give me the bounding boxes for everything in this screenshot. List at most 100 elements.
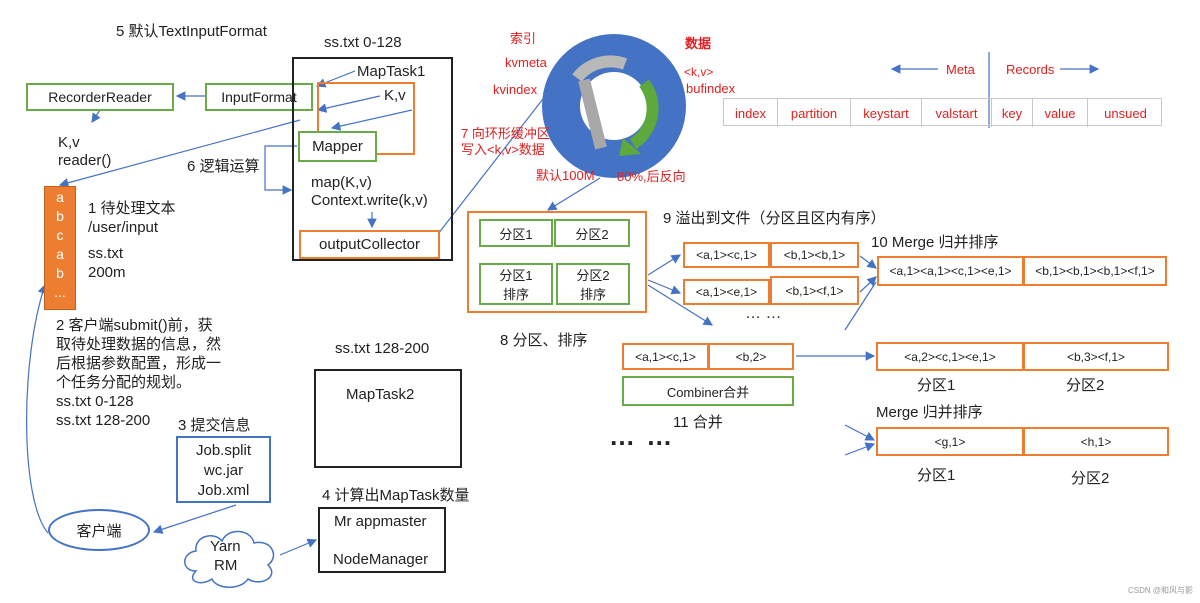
buffer-field-cell: partition: [778, 99, 851, 127]
job-file: wc.jar: [203, 462, 244, 479]
mapper-label: Mapper: [312, 138, 363, 155]
split-line1: ss.txt 0-128: [56, 393, 134, 410]
meta-label: Meta: [946, 62, 975, 77]
pending-file-line2: 200m: [88, 264, 126, 281]
combine-in-a-box: <a,1><c,1>: [622, 343, 709, 370]
spill-label: 9 溢出到文件（分区且区内有序）: [663, 210, 886, 227]
maptask2-label: MapTask2: [346, 386, 415, 403]
partition-2-box: 分区2: [554, 219, 630, 247]
spill2-b-box: <b,1><f,1>: [770, 276, 859, 305]
file-1-label: ss.txt 0-128: [324, 34, 402, 51]
partition-1-label: 分区1: [499, 226, 533, 242]
spill2-b-label: <b,1><f,1>: [785, 283, 844, 298]
reader-call: reader(): [58, 152, 112, 169]
ring-data: 数据: [685, 36, 712, 51]
map-call: map(K,v): [311, 174, 372, 191]
combined-b-label: <b,3><f,1>: [1066, 349, 1126, 364]
partition-1-box: 分区1: [479, 219, 553, 247]
partition-1-sort-l1: 分区1: [499, 268, 533, 283]
spill2-a-box: <a,1><e,1>: [683, 279, 770, 305]
buffer-field-cell: value: [1033, 99, 1088, 127]
text-stack-char: ...: [54, 284, 66, 300]
job-file: Job.xml: [197, 482, 250, 499]
result-p1: 分区1: [917, 377, 956, 394]
partition-group: [467, 211, 647, 313]
kv-label: K,v: [384, 87, 406, 104]
ring-index: 索引: [510, 31, 537, 46]
client-submit-line: 个任务分配的规划。: [56, 374, 192, 391]
yarn-cloud: [184, 530, 275, 588]
text-stack: [44, 186, 76, 310]
partition-1-sort-l2: 排序: [502, 287, 529, 302]
default-format-title: 5 默认TextInputFormat: [116, 23, 267, 40]
text-stack-char: a: [56, 189, 64, 205]
combine-in-b-box: <b,2>: [708, 343, 794, 370]
yarn-label-line2: RM: [214, 557, 238, 574]
spill1-b-box: <b,1><b,1>: [770, 242, 859, 268]
final-a-label: <g,1>: [934, 434, 966, 449]
buffer-field-cell: index: [724, 99, 778, 127]
buffer-field-cell: valstart: [922, 99, 992, 127]
final-b-label: <h,1>: [1080, 434, 1112, 449]
spill1-a-label: <a,1><c,1>: [696, 248, 757, 262]
pending-text-line1: 1 待处理文本: [88, 200, 176, 217]
combined-a-label: <a,2><c,1><e,1>: [904, 349, 996, 364]
client-submit-line: 后根据参数配置，形成一: [56, 355, 222, 372]
combine-label: 11 合并: [673, 414, 723, 431]
combine-in-b-label: <b,2>: [735, 349, 767, 364]
file-2-label: ss.txt 128-200: [335, 340, 430, 357]
appmaster-box: [318, 507, 446, 573]
final-p2: 分区2: [1071, 470, 1110, 487]
reader-kv: K,v: [58, 134, 80, 151]
records-label: Records: [1006, 62, 1055, 77]
final-p1: 分区1: [917, 467, 956, 484]
input-format-label: InputFormat: [221, 89, 297, 105]
ring-buffer: [542, 34, 686, 178]
client-ellipse: 客户端: [48, 509, 150, 551]
buffer-field-cell: keystart: [851, 99, 922, 127]
spill2-a-label: <a,1><e,1>: [695, 285, 758, 299]
merged-a-label: <a,1><a,1><c,1><e,1>: [889, 264, 1012, 278]
merged-b-box: <b,1><b,1><b,1><f,1>: [1023, 256, 1167, 286]
partition-2-sort-l2: 排序: [579, 287, 606, 302]
output-collector-box: outputCollector: [299, 230, 440, 259]
context-write: Context.write(k,v): [311, 192, 428, 209]
mapper-box: Mapper: [298, 131, 377, 162]
partition-2-sort-l1: 分区2: [576, 268, 610, 283]
text-stack-char: b: [56, 265, 64, 281]
record-reader-box: RecorderReader: [26, 83, 174, 111]
split-line2: ss.txt 128-200: [56, 412, 151, 429]
partition-2-label: 分区2: [575, 226, 609, 242]
text-stack-char: c: [56, 227, 64, 243]
buffer-field-cell: unsued: [1104, 105, 1147, 121]
calc-maptask-label: 4 计算出MapTask数量: [322, 487, 470, 504]
ring-kvindex: kvindex: [493, 82, 538, 97]
ring-bufindex: bufindex: [686, 81, 736, 96]
combiner-box: Combiner合并: [622, 376, 794, 406]
input-format-box: InputFormat: [205, 83, 313, 111]
text-stack-char: a: [56, 246, 64, 262]
partition-2-sort-box: 分区2 排序: [556, 263, 630, 305]
ring-reverse: 80%,后反向: [617, 169, 686, 184]
ring-write-line2: 写入<k,v>数据: [461, 142, 545, 157]
client-label: 客户端: [76, 522, 122, 540]
partition-sort-label: 8 分区、排序: [500, 332, 588, 349]
combiner-label: Combiner合并: [666, 384, 750, 400]
merged-a-box: <a,1><a,1><c,1><e,1>: [877, 256, 1024, 286]
text-stack-char: b: [56, 208, 64, 224]
merged-b-label: <b,1><b,1><b,1><f,1>: [1035, 264, 1155, 278]
logic-label: 6 逻辑运算: [187, 158, 260, 175]
spill1-b-label: <b,1><b,1>: [783, 248, 846, 262]
spill1-a-box: <a,1><c,1>: [683, 242, 770, 268]
maptask2-box: [314, 369, 462, 468]
watermark: CSDN @和风与影: [1128, 586, 1194, 595]
pending-text-line2: /user/input: [88, 219, 159, 236]
buffer-field-cell: key: [992, 99, 1033, 127]
combined-b-box: <b,3><f,1>: [1023, 342, 1169, 371]
big-dots: … …: [609, 421, 675, 451]
combine-in-a-label: <a,1><c,1>: [635, 349, 696, 364]
